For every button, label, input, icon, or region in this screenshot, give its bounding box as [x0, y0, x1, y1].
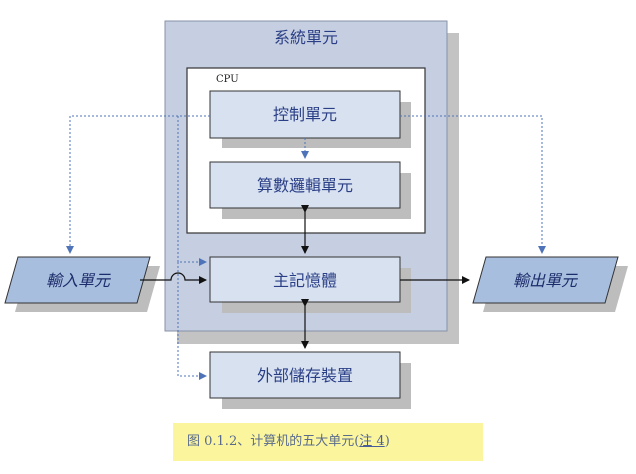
control-signal-lines — [66, 115, 546, 380]
data-lines — [140, 205, 470, 349]
caption-note-link[interactable]: 注 4 — [359, 434, 385, 449]
figure-caption: 图 0.1.2、计算机的五大单元(注 4) — [173, 423, 483, 461]
control-unit-label: 控制單元 — [273, 105, 337, 124]
system-unit-label: 系統單元 — [274, 28, 338, 47]
caption-text: 图 0.1.2、计算机的五大单元( — [187, 434, 360, 449]
cpu-label: CPU — [216, 74, 239, 85]
external-storage-label: 外部儲存裝置 — [257, 366, 353, 385]
input-unit-label: 輸入單元 — [46, 271, 112, 290]
output-unit-box — [472, 256, 619, 304]
main-memory-label: 主記憶體 — [273, 271, 337, 290]
control-unit-box — [209, 90, 401, 139]
external-storage-box — [209, 351, 401, 399]
output-unit-label: 輸出單元 — [513, 271, 579, 290]
caption-close: ) — [384, 434, 390, 449]
alu-label: 算數邏輯單元 — [257, 176, 353, 195]
input-unit-box — [4, 256, 151, 304]
